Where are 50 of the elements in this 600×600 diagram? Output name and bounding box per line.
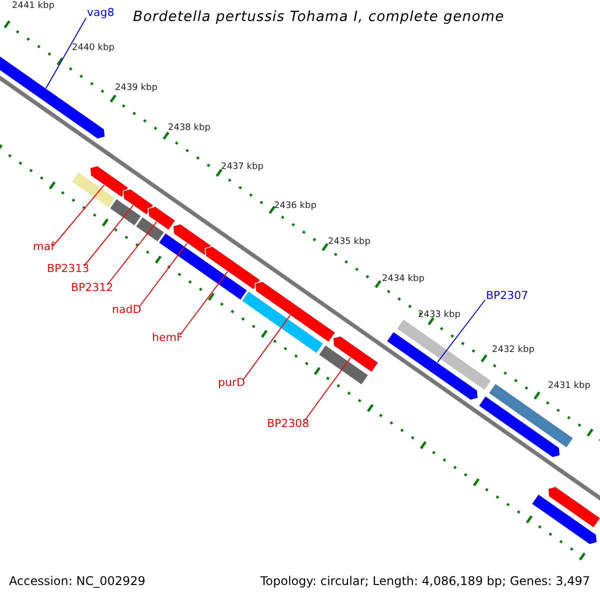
genome-info-text: Topology: circular; Length: 4,086,189 bp; Genes: 3,497	[260, 575, 590, 588]
gene-block	[148, 206, 176, 231]
gene-label: maf	[33, 241, 54, 254]
leader-line	[180, 271, 228, 336]
gene-block	[254, 280, 336, 343]
gene-block	[158, 232, 248, 301]
gene-block	[204, 246, 261, 290]
gene-block	[122, 188, 154, 216]
leader-line	[52, 184, 105, 246]
tick-label: 2434 kbp	[382, 275, 424, 285]
tick-label: 2440 kbp	[72, 44, 114, 54]
gene-block	[332, 336, 379, 373]
gene-block	[396, 318, 492, 391]
gene-block	[71, 171, 116, 208]
gene-label: hemF	[152, 332, 183, 344]
leader-line	[138, 242, 188, 308]
gene-block	[548, 486, 600, 528]
leader-line	[304, 357, 352, 420]
gene-block	[531, 494, 598, 545]
title: Bordetella pertussis Tohama I, complete genome	[133, 10, 504, 26]
gene-block	[90, 165, 129, 198]
tick-label: 2433 kbp	[418, 311, 460, 321]
gene-label: BP2312	[71, 282, 114, 294]
gene-block	[135, 216, 165, 243]
gene-block	[172, 223, 212, 256]
gene-block	[488, 382, 574, 448]
tick-label: 2441 kbp	[12, 2, 54, 12]
tick-label: 2432 kbp	[492, 346, 534, 356]
leader-line	[84, 204, 134, 266]
tick-label: 2438 kbp	[168, 124, 210, 134]
tick-label: 2431 kbp	[548, 382, 590, 392]
tick-label: 2439 kbp	[115, 84, 158, 94]
leader-line	[436, 300, 486, 363]
gene-block	[241, 290, 324, 354]
gene-label: vag8	[87, 7, 114, 20]
gene-label: BP2313	[47, 263, 90, 276]
gene-block	[318, 344, 369, 386]
gene-block	[109, 198, 142, 226]
gene-block	[478, 395, 560, 458]
accession-text: Accession: NC_002929	[9, 575, 146, 588]
tick-label: 2435 kbp	[328, 238, 370, 248]
gene-label: nadD	[112, 304, 142, 316]
tick-label: 2437 kbp	[221, 163, 264, 173]
tick-label: 2436 kbp	[274, 202, 316, 212]
leader-line	[242, 314, 291, 380]
gene-label: purD	[218, 377, 245, 390]
gene-block	[386, 330, 478, 401]
gene-label: BP2308	[267, 418, 310, 430]
gene-label: BP2307	[486, 290, 528, 302]
leader-line	[45, 18, 86, 89]
